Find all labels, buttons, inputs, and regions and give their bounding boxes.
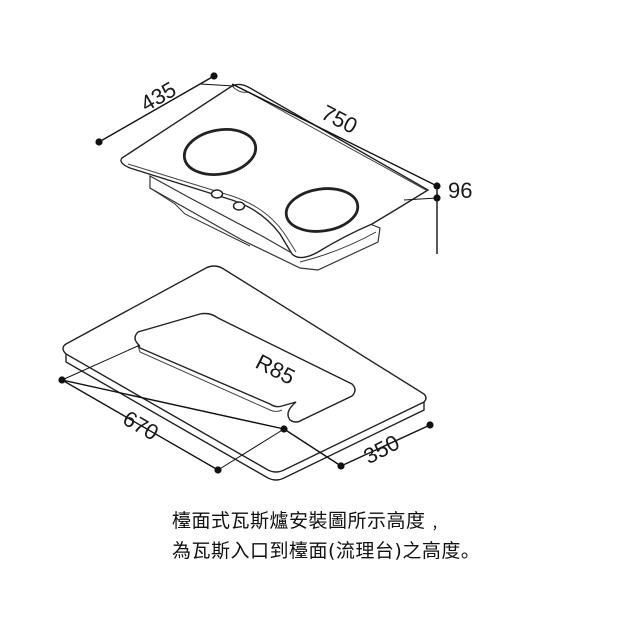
stove-depth-label: 435 [136,76,180,116]
right-knob [232,201,246,211]
left-knob [210,189,224,199]
caption-line-2: 為瓦斯入口到檯面(流理台)之高度。 [172,540,481,562]
stove-height-label: 96 [448,178,472,203]
cutout-depth-label: 350 [359,430,403,469]
cutout-width-label: 670 [119,405,163,445]
caption-line-1: 檯面式瓦斯爐安裝圖所示高度﹐ [172,510,446,532]
left-burner [182,128,258,176]
right-burner [284,187,360,233]
dim-stove-height: 96 [403,178,472,254]
countertop-cutout [134,312,356,423]
gas-stove [120,83,430,271]
countertop: R85 [62,265,427,481]
stove-top-panel [120,83,430,259]
